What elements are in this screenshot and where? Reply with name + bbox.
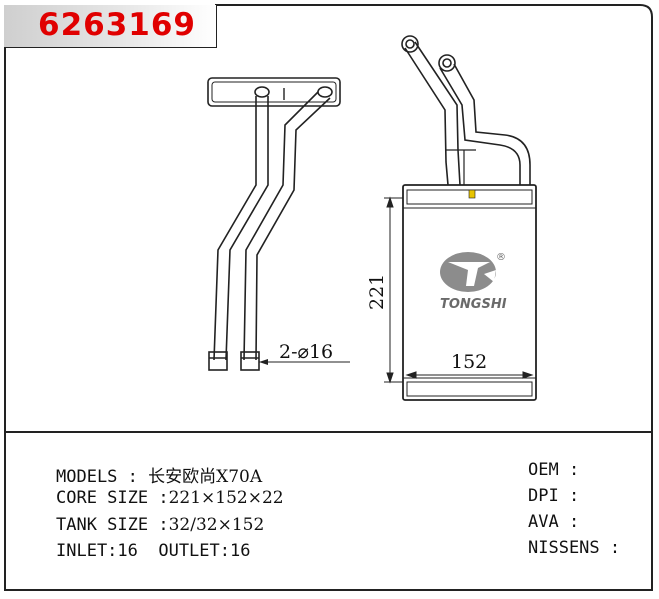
height-dimension: 221 [366,274,388,310]
core-body [402,184,537,401]
tank-size-value: 32/32×152 [168,515,265,535]
part-number-badge [4,5,216,47]
top-bracket [207,77,341,107]
side-view [207,77,341,371]
spec-nissens: NISSENS : [528,538,621,558]
spec-ava: AVA : [528,512,580,532]
brand-logo: ® TONGSHI [440,252,507,312]
pipe-callout-text: 2-⌀16 [279,341,333,363]
spec-dpi: DPI : [528,486,580,506]
dimension-lines [384,196,534,384]
spec-models: MODELS : 长安欧尚X70A [56,462,262,487]
width-dimension: 152 [451,351,487,373]
spec-oem: OEM : [528,460,580,480]
spec-inlet-outlet: INLET:16 OUTLET:16 [56,541,251,561]
core-size-value: 221×152×22 [168,488,284,508]
front-view [401,35,537,401]
spec-tank-size: TANK SIZE :32/32×152 [56,515,264,535]
tank-size-label: TANK SIZE : [56,515,169,535]
spec-core-size: CORE SIZE :221×152×22 [56,488,284,508]
models-value: 长安欧尚X70A [148,467,263,487]
models-label: MODELS : [56,467,138,487]
registered-mark: ® [496,252,506,263]
brand-name: TONGSHI [440,297,507,312]
part-number: 6263169 [38,7,196,43]
core-size-label: CORE SIZE : [56,488,169,508]
frame-outline [4,4,653,591]
